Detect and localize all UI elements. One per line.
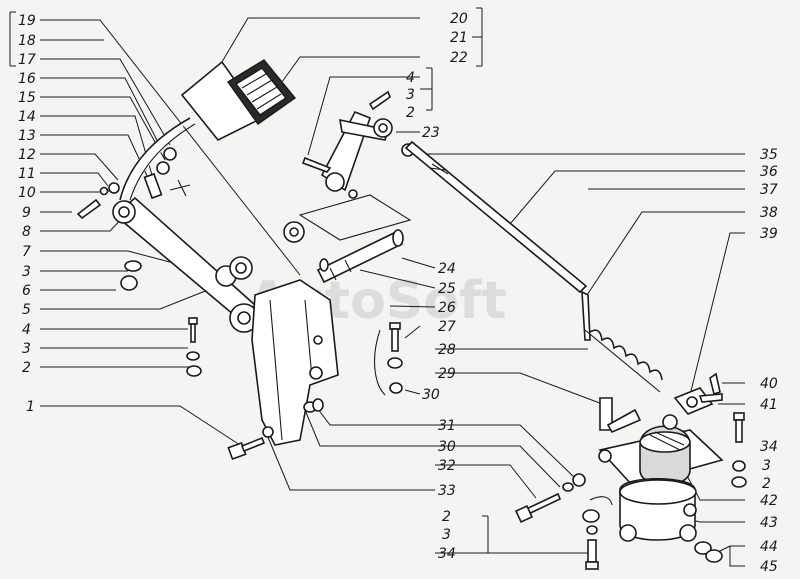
label: 22 (450, 50, 468, 66)
label: 43 (760, 515, 778, 531)
label: 20 (450, 11, 468, 27)
label: 34 (760, 439, 778, 455)
label: 12 (18, 147, 36, 163)
labels-left: 19 18 17 16 15 14 13 12 11 10 9 8 7 3 6 … (18, 13, 36, 415)
label: 45 (760, 559, 778, 575)
yoke (673, 372, 723, 415)
label: 28 (438, 342, 456, 358)
label: 25 (438, 281, 456, 297)
return-spring (584, 329, 663, 393)
label: 14 (18, 109, 36, 125)
label: 3 (406, 87, 415, 103)
label: 4 (406, 70, 415, 86)
pedal-arm-arc (119, 117, 191, 201)
bolt-bottom (582, 509, 600, 570)
label: 30 (438, 439, 456, 455)
label: 34 (438, 546, 456, 562)
label: 2 (22, 360, 31, 376)
label: 13 (18, 128, 36, 144)
brake-valve (598, 414, 724, 542)
label: 2 (406, 105, 415, 121)
bolt-27 (303, 322, 403, 413)
label: 27 (438, 319, 456, 335)
label: 24 (438, 261, 456, 277)
bolt-left (186, 317, 202, 377)
label: 21 (450, 30, 468, 46)
label: 17 (18, 52, 36, 68)
label: 10 (18, 185, 36, 201)
label: 5 (22, 302, 31, 318)
label: 44 (760, 539, 778, 555)
label: 33 (438, 483, 456, 499)
label: 7 (22, 244, 31, 260)
label: 38 (760, 205, 778, 221)
label: 39 (760, 226, 778, 242)
upper-lever (301, 90, 415, 199)
bolt-1 (227, 436, 266, 461)
label: 18 (18, 33, 36, 49)
labels-right: 20 21 22 4 3 2 23 35 36 37 38 39 24 25 2… (406, 11, 778, 575)
shaft (283, 221, 404, 284)
label: 11 (18, 166, 36, 182)
main-bracket (251, 279, 339, 446)
label: 15 (18, 90, 36, 106)
label: 42 (760, 493, 778, 509)
label: 30 (422, 387, 440, 403)
lever-arm (112, 196, 259, 333)
label: 4 (22, 322, 31, 338)
label: 41 (760, 397, 778, 413)
label: 3 (22, 264, 31, 280)
label: 8 (22, 224, 31, 240)
label: 23 (422, 125, 440, 141)
label: 40 (760, 376, 778, 392)
bolt-32 (514, 473, 613, 524)
label: 32 (438, 458, 456, 474)
bolt-right (731, 412, 747, 488)
label: 3 (22, 341, 31, 357)
label: 1 (26, 399, 35, 415)
pedal-small-parts (76, 147, 191, 220)
label: 35 (760, 147, 778, 163)
label: 6 (22, 283, 31, 299)
label: 3 (762, 458, 771, 474)
pedal-pad (180, 59, 297, 142)
label: 31 (438, 418, 456, 434)
label: 36 (760, 164, 778, 180)
label: 37 (760, 182, 778, 198)
long-rod (404, 140, 591, 341)
label: 2 (762, 476, 771, 492)
leader-lines-right (215, 7, 745, 567)
label: 3 (442, 527, 451, 543)
label: 19 (18, 13, 36, 29)
label: 29 (438, 366, 456, 382)
label: 2 (442, 509, 451, 525)
label: 26 (438, 300, 456, 316)
washers-44-45 (694, 541, 723, 563)
label: 16 (18, 71, 36, 87)
label: 9 (22, 205, 31, 221)
bracket-outline (298, 194, 412, 241)
